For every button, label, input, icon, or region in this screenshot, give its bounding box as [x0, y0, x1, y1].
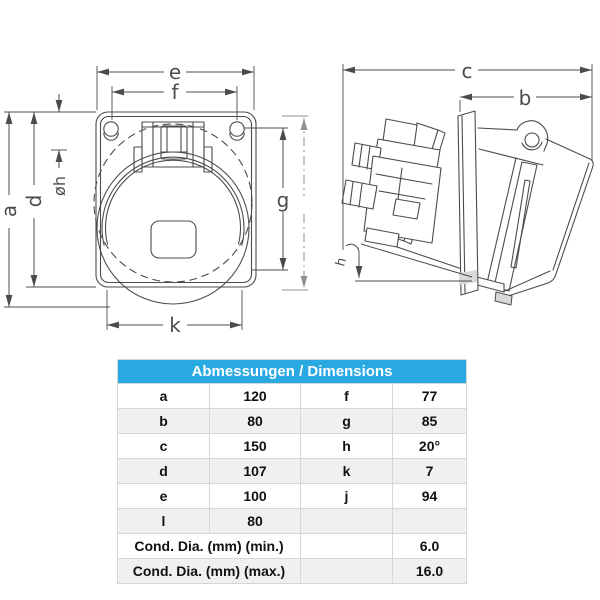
- dim-value: 85: [392, 408, 466, 433]
- dim-value: 77: [392, 383, 466, 408]
- technical-drawing: e f a d øh: [0, 59, 594, 337]
- dim-key: d: [118, 458, 209, 483]
- dimension-outer-right: [282, 115, 308, 291]
- dim-key: h: [300, 433, 392, 458]
- dim-key: [300, 508, 392, 533]
- dim-value: 94: [392, 483, 466, 508]
- dim-value: 120: [209, 383, 300, 408]
- dim-value: 20°: [392, 433, 466, 458]
- table-row: c 150 h 20°: [118, 433, 466, 458]
- dim-label-g: g: [277, 188, 290, 212]
- dimension-e: e: [96, 60, 255, 110]
- dimension-b: b: [459, 86, 592, 112]
- table-header: Abmessungen / Dimensions: [118, 360, 466, 383]
- dimension-k: k: [106, 290, 243, 337]
- dim-key: b: [118, 408, 209, 433]
- table-row: e 100 j 94: [118, 483, 466, 508]
- dim-label-k: k: [169, 313, 181, 337]
- dimension-g: g: [244, 127, 290, 271]
- dim-label-a: a: [0, 205, 21, 217]
- dimension-f: f: [111, 80, 238, 120]
- dim-value: 80: [209, 508, 300, 533]
- dim-value: 7: [392, 458, 466, 483]
- empty-cell: [300, 558, 392, 583]
- table-row: b 80 g 85: [118, 408, 466, 433]
- empty-cell: [300, 533, 392, 558]
- dim-label-angle-h: h: [333, 256, 350, 268]
- dim-value: 107: [209, 458, 300, 483]
- dim-value: [392, 508, 466, 533]
- lid-hinge: [133, 121, 213, 173]
- dimensions-table: Abmessungen / Dimensions a 120 f 77 b 80…: [117, 359, 467, 584]
- dim-value: 80: [209, 408, 300, 433]
- dimension-c: c: [342, 59, 593, 250]
- dim-key: k: [300, 458, 392, 483]
- mounting-holes: [103, 121, 245, 141]
- socket-body: [96, 151, 250, 305]
- gasket-dashed-circle: [93, 123, 253, 283]
- dim-key: f: [300, 383, 392, 408]
- lid-slot: [510, 179, 531, 269]
- mounting-plate: [457, 110, 479, 296]
- dim-label-dia-h: øh: [50, 176, 69, 196]
- front-view: e f a d øh: [0, 60, 308, 337]
- dimension-d: d: [22, 112, 96, 288]
- table-row-cond-max: Cond. Dia. (mm) (max.) 16.0: [118, 558, 466, 583]
- table-row: a 120 f 77: [118, 383, 466, 408]
- table-row: l 80: [118, 508, 466, 533]
- dim-label-f: f: [171, 80, 179, 104]
- dimension-dia-h: øh: [50, 94, 69, 196]
- cond-dia-min-label: Cond. Dia. (mm) (min.): [118, 533, 300, 558]
- cond-dia-max-label: Cond. Dia. (mm) (max.): [118, 558, 300, 583]
- dim-value: 150: [209, 433, 300, 458]
- dim-key: j: [300, 483, 392, 508]
- dim-key: e: [118, 483, 209, 508]
- dim-key: l: [118, 508, 209, 533]
- socket-front-body: [476, 120, 594, 306]
- cond-dia-min-value: 6.0: [392, 533, 466, 558]
- dim-label-e: e: [169, 60, 181, 84]
- dim-key: g: [300, 408, 392, 433]
- side-view: c b h: [333, 59, 594, 306]
- dim-label-b: b: [519, 86, 532, 110]
- back-box: [341, 118, 463, 270]
- lid-slat: [493, 161, 538, 292]
- table-row-cond-min: Cond. Dia. (mm) (min.) 6.0: [118, 533, 466, 558]
- dim-label-c: c: [462, 59, 473, 83]
- dim-key: a: [118, 383, 209, 408]
- table-row: d 107 k 7: [118, 458, 466, 483]
- dimension-angle-h: h: [333, 243, 473, 282]
- dim-label-d: d: [22, 195, 46, 208]
- dim-value: 100: [209, 483, 300, 508]
- dim-key: c: [118, 433, 209, 458]
- cond-dia-max-value: 16.0: [392, 558, 466, 583]
- dimension-a: a: [0, 111, 110, 308]
